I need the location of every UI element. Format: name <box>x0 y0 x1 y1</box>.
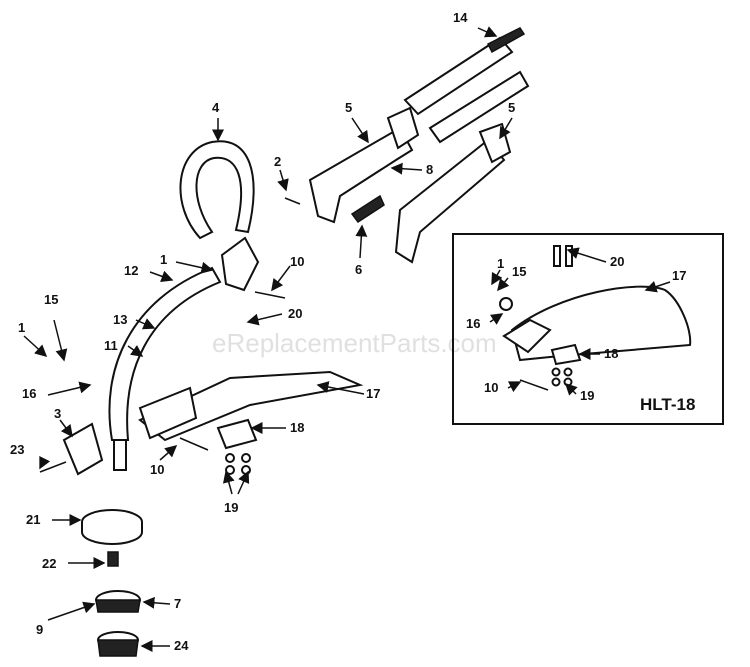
callout-23: 23 <box>10 442 24 457</box>
bracket-3 <box>62 422 104 476</box>
inset-callout-16: 16 <box>466 316 480 331</box>
inset-callout-19: 19 <box>580 388 594 403</box>
spool-housing <box>81 509 143 545</box>
inset-callout-15: 15 <box>512 264 526 279</box>
handle-clamp-left <box>308 106 420 224</box>
bolt-10 <box>179 437 209 451</box>
callout-17: 17 <box>366 386 380 401</box>
inset-clamp-plate <box>550 343 582 366</box>
callout-3: 3 <box>54 406 61 421</box>
callout-4: 4 <box>212 100 220 115</box>
inset-bolts-20 <box>553 245 573 267</box>
callout-5-right: 5 <box>508 100 515 115</box>
cap <box>97 631 139 657</box>
callout-20: 20 <box>288 306 302 321</box>
inset-bolt <box>519 379 549 391</box>
callout-15: 15 <box>44 292 58 307</box>
callout-5: 5 <box>345 100 352 115</box>
inset-washer <box>499 297 513 311</box>
inset-guard <box>502 285 692 362</box>
callout-9: 9 <box>36 622 43 637</box>
inset-callout-10: 10 <box>484 380 498 395</box>
callout-6: 6 <box>355 262 362 277</box>
callout-8: 8 <box>426 162 433 177</box>
callout-24: 24 <box>174 638 189 653</box>
bolt-10-handle <box>254 291 286 299</box>
drive-shaft <box>403 27 530 144</box>
callout-1: 1 <box>160 252 167 267</box>
callout-13: 13 <box>113 312 127 327</box>
spring <box>107 551 119 567</box>
inset-callout-1: 1 <box>497 256 504 271</box>
inset-callout-20: 20 <box>610 254 624 269</box>
callout-1-left: 1 <box>18 320 25 335</box>
bolt-23 <box>39 461 67 473</box>
callout-11: 11 <box>104 338 118 353</box>
clamp-plate <box>216 418 258 450</box>
callout-10: 10 <box>150 462 164 477</box>
callout-22: 22 <box>42 556 56 571</box>
callout-7: 7 <box>174 596 181 611</box>
leader-arrows <box>23 26 671 652</box>
callout-16: 16 <box>22 386 36 401</box>
bolt-2 <box>284 197 301 205</box>
nuts <box>225 453 251 475</box>
callout-14: 14 <box>453 10 468 25</box>
inset-callout-17: 17 <box>672 268 686 283</box>
loop-handle <box>179 140 260 292</box>
guard-main <box>138 370 364 442</box>
spool <box>95 590 141 613</box>
watermark-text: eReplacementParts.com <box>212 328 497 358</box>
callout-2: 2 <box>274 154 281 169</box>
inset-nuts <box>551 367 573 387</box>
callout-19: 19 <box>224 500 238 515</box>
callout-10-top: 10 <box>290 254 304 269</box>
callout-12: 12 <box>124 263 138 278</box>
inset-callout-18: 18 <box>604 346 618 361</box>
inset-model-label: HLT-18 <box>640 395 695 414</box>
inset-frame <box>452 233 724 425</box>
callout-21: 21 <box>26 512 40 527</box>
callout-18: 18 <box>290 420 304 435</box>
